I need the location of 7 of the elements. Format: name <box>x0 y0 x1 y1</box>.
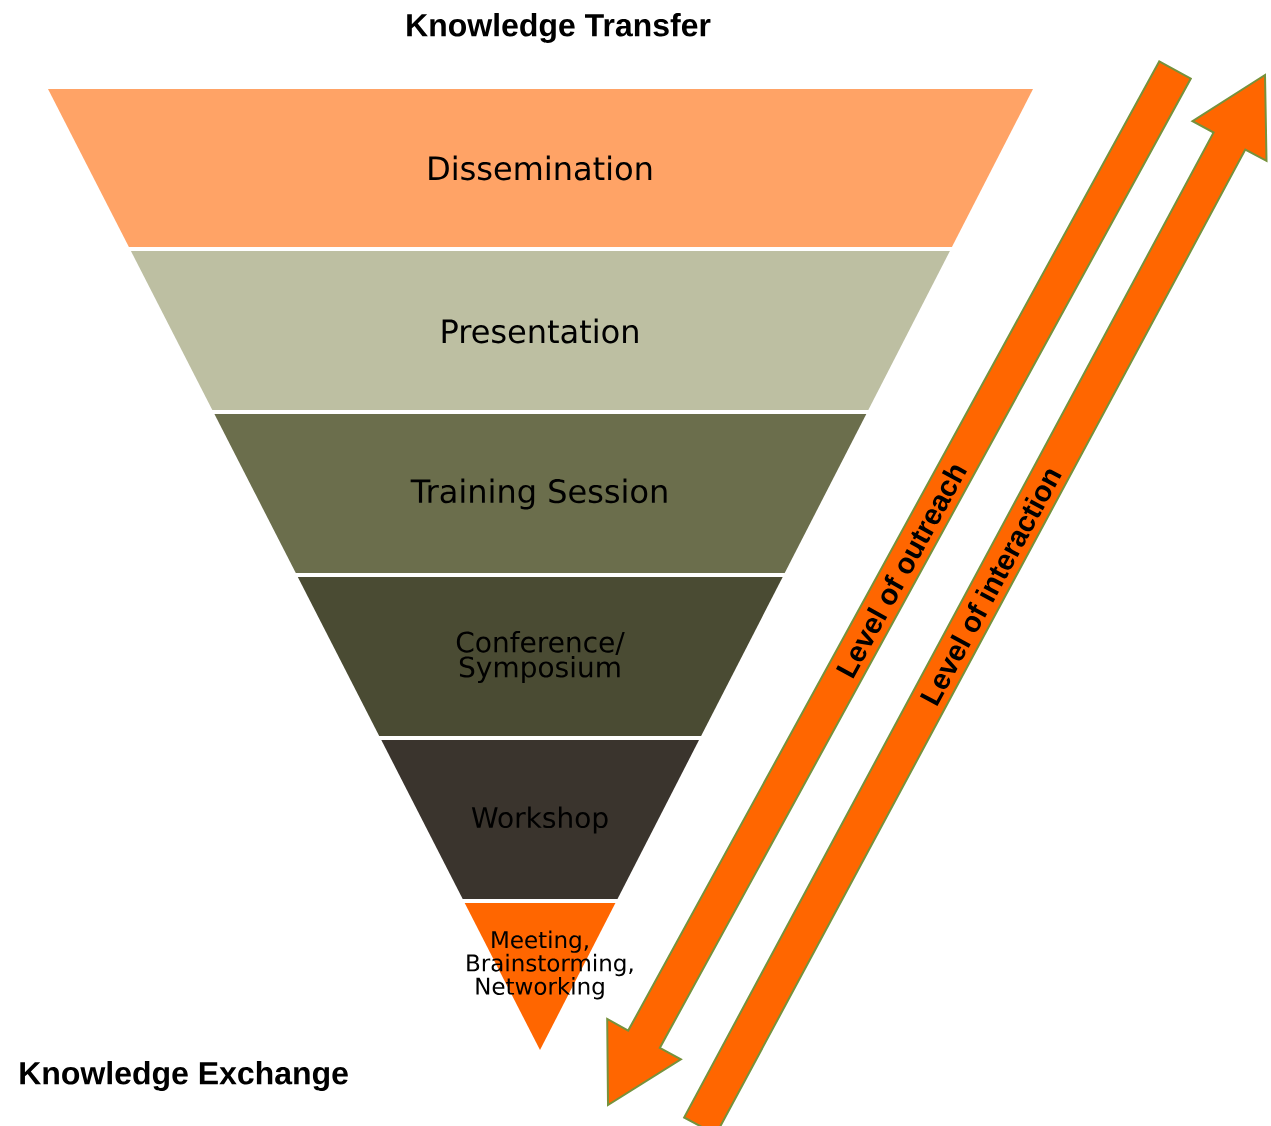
trapezoid-band: Training Session <box>214 414 867 573</box>
side-label: Knowledge Exchange <box>20 1061 348 1091</box>
trapezoid-band: Dissemination <box>48 89 1033 247</box>
trapezoid-band: Conference/ Symposium <box>297 577 783 736</box>
trapezoid-band: Workshop <box>381 740 699 899</box>
title: Knowledge Transfer <box>407 13 711 43</box>
trapezoid-band: Presentation <box>130 251 950 410</box>
